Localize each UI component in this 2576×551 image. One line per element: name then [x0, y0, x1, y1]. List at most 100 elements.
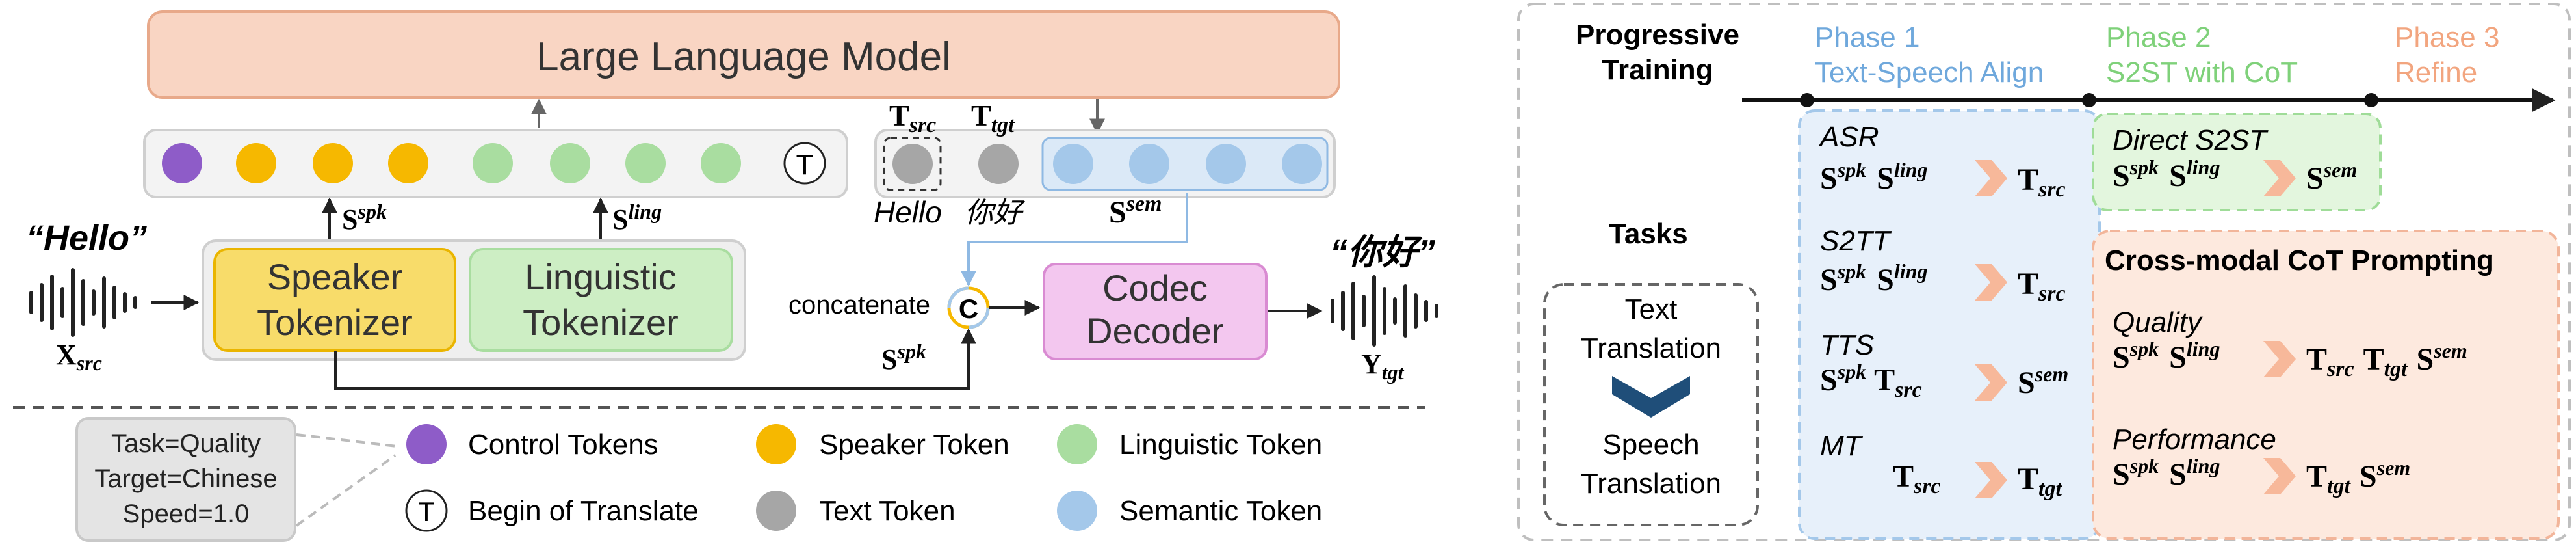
text-token — [978, 144, 1019, 184]
speaker-tokenizer-line2: Tokenizer — [257, 302, 413, 343]
phase3-title: Phase 3 — [2395, 21, 2499, 53]
linguistic-token — [550, 143, 590, 183]
linguistic-tokenizer-box — [469, 248, 733, 352]
t-tgt-label: Ttgt — [971, 99, 1015, 137]
text-translation-line2: Translation — [1581, 332, 1721, 364]
legend-text-label: Text Token — [819, 495, 956, 527]
timeline-dot — [2082, 93, 2096, 107]
input-waveform-icon — [29, 268, 137, 337]
tts-arrow-icon — [1975, 364, 2007, 401]
direct-s2st-label: Direct S2ST — [2113, 124, 2269, 156]
prompt-connector-bottom — [295, 454, 397, 527]
phase2-subtitle: S2ST with CoT — [2106, 57, 2298, 88]
timeline-dot — [2364, 93, 2378, 107]
performance-arrow-icon — [2263, 458, 2296, 494]
legend-linguistic-label: Linguistic Token — [1119, 429, 1322, 461]
speech-translation-line1: Speech — [1602, 429, 1699, 461]
asr-target: Tsrc — [2018, 163, 2066, 202]
legend-speaker-label: Speaker Token — [819, 429, 1009, 461]
linguistic-tokenizer-line2: Tokenizer — [523, 302, 679, 343]
phase2-box — [2092, 113, 2382, 211]
asr-arrow-icon — [1975, 160, 2007, 196]
text-translation-line1: Text — [1625, 293, 1678, 325]
semantic-feed-line — [961, 193, 1188, 287]
codec-decoder-line2: Decoder — [1086, 310, 1224, 351]
begin-translate-token — [783, 142, 826, 185]
tasks-label: Tasks — [1609, 218, 1688, 250]
phase1-title: Phase 1 — [1815, 21, 1919, 53]
mt-label: MT — [1820, 430, 1864, 462]
output-quote: “你好” — [1330, 233, 1435, 272]
begin-translate-symbol: T — [796, 149, 814, 181]
speaker-token — [236, 143, 276, 183]
legend-control-swatch — [406, 424, 447, 464]
speaker-tokenizer-line1: Speaker — [267, 256, 403, 297]
linguistic-token — [701, 143, 741, 183]
nihao-word: 你好 — [965, 197, 1025, 229]
prompt-config-box — [75, 417, 296, 542]
legend-speaker-swatch — [756, 424, 796, 464]
mt-target: Ttgt — [2018, 462, 2062, 501]
quality-arrow-icon — [2263, 341, 2296, 377]
phase2-title: Phase 2 — [2106, 21, 2211, 53]
cot-title: Cross-modal CoT Prompting — [2105, 245, 2494, 276]
semantic-token — [1282, 144, 1322, 184]
training-panel: Progressive Training Phase 1 Text-Speech… — [1517, 3, 2571, 541]
s2tt-arrow-icon — [1975, 264, 2007, 301]
semantic-token — [1129, 144, 1169, 184]
input-tokens: T — [162, 142, 826, 185]
src-text-token-box — [883, 137, 942, 191]
tts-target: Ssem — [2018, 362, 2068, 400]
s2tt-label: S2TT — [1820, 225, 1892, 257]
legend-semantic-swatch — [1057, 491, 1097, 531]
asr-label: ASR — [1818, 121, 1879, 153]
training-panel-border — [1517, 3, 2571, 541]
prompt-line-target: Target=Chinese — [94, 464, 277, 493]
legend-semantic-label: Semantic Token — [1119, 495, 1322, 527]
concatenate-label: concatenate — [788, 291, 930, 319]
tts-label: TTS — [1820, 329, 1874, 361]
llm-box — [147, 10, 1340, 99]
cot-box — [2092, 230, 2560, 540]
tasks-chevron-icon — [1612, 376, 1690, 418]
s-sem-label: Ssem — [1109, 192, 1162, 230]
progressive-training-line1: Progressive — [1576, 19, 1739, 51]
semantic-token-group — [1041, 137, 1329, 191]
concat-node-inner — [947, 286, 990, 329]
t-src-label: Tsrc — [889, 99, 936, 137]
quality-label: Quality — [2113, 306, 2204, 338]
progressive-training-line2: Training — [1602, 54, 1713, 86]
legend-begin-symbol: T — [418, 496, 435, 527]
legend-begin-swatch — [405, 489, 448, 532]
semantic-token — [1206, 144, 1246, 184]
output-waveform-icon — [1331, 275, 1438, 347]
input-quote: “Hello” — [26, 219, 147, 258]
semantic-token — [1053, 144, 1093, 184]
speaker-tokenizer-box — [213, 248, 456, 352]
speaker-token — [313, 143, 353, 183]
codec-decoder-line1: Codec — [1102, 267, 1208, 308]
hello-word: Hello — [874, 195, 942, 229]
codec-decoder-box — [1043, 263, 1268, 360]
architecture-panel: Large Language Model T Tsrc Ttgt — [13, 10, 1438, 409]
linguistic-token — [473, 143, 513, 183]
performance-label: Performance — [2113, 423, 2276, 455]
legend-linguistic-swatch — [1057, 424, 1097, 464]
llm-label: Large Language Model — [536, 34, 951, 79]
phase1-subtitle: Text-Speech Align — [1815, 57, 2044, 88]
prompt-connector-top — [296, 433, 397, 448]
concat-symbol: C — [959, 293, 978, 324]
y-tgt-label: Ytgt — [1361, 348, 1405, 384]
speaker-token — [388, 143, 428, 183]
legend-control-label: Control Tokens — [468, 429, 658, 461]
s-ling-label: Sling — [612, 200, 662, 235]
prompt-line-task: Task=Quality — [111, 429, 261, 458]
x-src-label: Xsrc — [56, 339, 102, 375]
legend-begin-label: Begin of Translate — [468, 495, 699, 527]
legend-text-swatch — [756, 491, 796, 531]
tasks-box — [1543, 283, 1759, 526]
